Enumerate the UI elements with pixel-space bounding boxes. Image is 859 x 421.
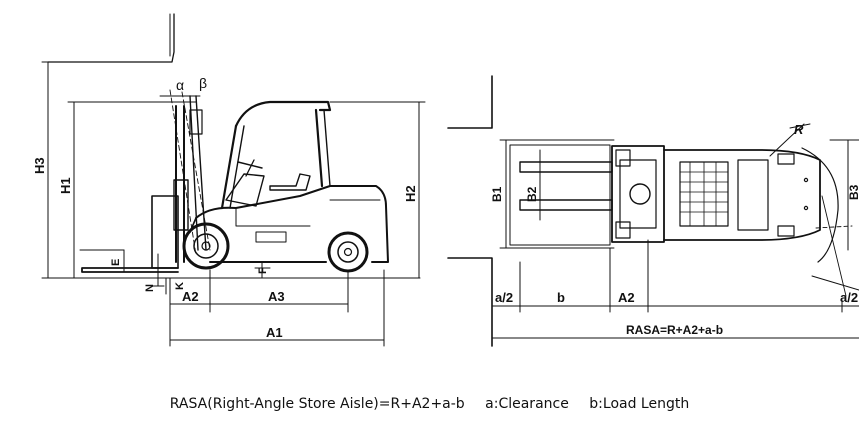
lift-height-bracket: [47, 13, 175, 63]
h1-label: H1: [58, 177, 73, 194]
front-wheel: [182, 222, 230, 270]
k-label: K: [174, 282, 186, 290]
side-view-labels: α β H3 H1 H2 E N K F A2 A3 A1: [32, 75, 418, 340]
horizontal-dimension-lines: [151, 253, 385, 347]
a1-label: A1: [266, 325, 283, 340]
angle-alpha-label: α: [176, 77, 184, 93]
caption-formula: RASA(Right-Angle Store Aisle)=R+A2+a-b: [169, 396, 465, 412]
mast: [159, 89, 211, 263]
top-view-labels: R B1 B2 B3 a/2 b A2 a/2 RASA=R+A2+a-b: [490, 122, 859, 337]
aisle-dimension-lines: [491, 239, 859, 339]
aisle-wall-lower: [447, 257, 493, 347]
a-half-right-label: a/2: [840, 290, 858, 305]
r-label: R: [794, 122, 804, 137]
caption: RASA(Right-Angle Store Aisle)=R+A2+a-b a…: [0, 396, 859, 412]
b1-label: B1: [490, 186, 504, 202]
h3-label: H3: [32, 157, 47, 174]
angle-beta-label: β: [199, 75, 207, 91]
f-label: F: [257, 267, 269, 274]
b-label: b: [557, 290, 565, 305]
rear-wheel: [327, 231, 369, 273]
a3-label: A3: [268, 289, 285, 304]
b3-label: B3: [847, 184, 859, 200]
aisle-wall-upper: [447, 75, 493, 129]
chassis-top: [611, 145, 821, 243]
e-label: E: [110, 259, 122, 266]
a-half-left-label: a/2: [495, 290, 513, 305]
a2-top-label: A2: [618, 290, 635, 305]
top-view: [447, 75, 859, 347]
caption-load-length: b:Load Length: [589, 396, 690, 412]
side-view: [41, 13, 426, 347]
overhead-guard: [220, 100, 332, 210]
a2-label: A2: [182, 289, 199, 304]
caption-clearance: a:Clearance: [485, 396, 569, 412]
fork: [79, 195, 179, 273]
h2-label: H2: [403, 185, 418, 202]
n-label: N: [144, 284, 156, 292]
b2-label: B2: [525, 186, 539, 202]
rasa-label: RASA=R+A2+a-b: [626, 323, 723, 337]
truck-body: [182, 185, 389, 279]
